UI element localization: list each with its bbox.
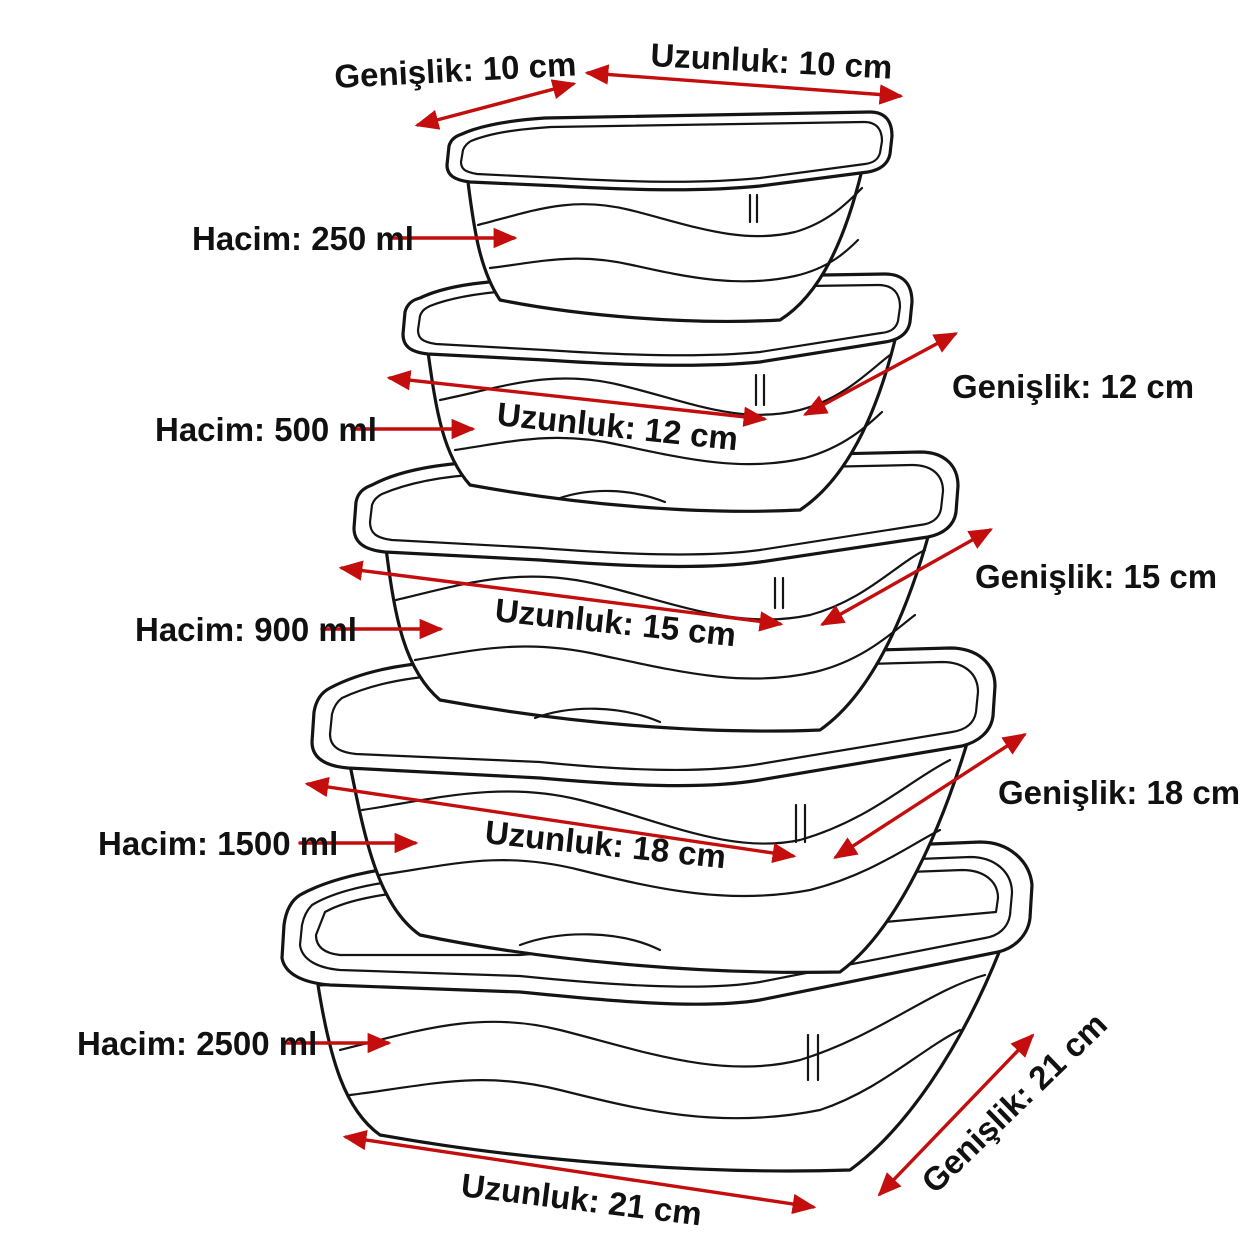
arrow-width-4 <box>833 733 1027 859</box>
arrow-length-1 <box>584 64 904 105</box>
volume-label-5: Hacim: 2500 ml <box>77 1025 317 1062</box>
volume-label-1: Hacim: 250 ml <box>192 220 414 257</box>
arrow-width-3 <box>820 528 993 626</box>
container-250ml <box>445 110 894 323</box>
volume-label-4: Hacim: 1500 ml <box>98 825 338 862</box>
volume-label-3: Hacim: 900 ml <box>135 611 357 648</box>
arrow-length-5 <box>342 1129 817 1215</box>
arrow-length-2 <box>386 370 768 427</box>
arrow-width-5 <box>877 1033 1035 1197</box>
width-label-2: Genişlik: 12 cm <box>952 368 1194 405</box>
width-label-1: Genişlik: 10 cm <box>333 45 577 95</box>
width-label-3: Genişlik: 15 cm <box>975 558 1217 595</box>
arrow-width-1 <box>414 79 577 130</box>
arrow-length-4 <box>304 776 797 864</box>
volume-label-2: Hacim: 500 ml <box>155 411 377 448</box>
width-label-4: Genişlik: 18 cm <box>998 774 1240 811</box>
arrow-width-2 <box>803 332 958 416</box>
dimension-arrows <box>285 64 1035 1215</box>
length-label-1: Uzunluk: 10 cm <box>650 36 894 86</box>
arrow-length-3 <box>338 560 784 632</box>
length-label-5: Uzunluk: 21 cm <box>459 1166 704 1232</box>
